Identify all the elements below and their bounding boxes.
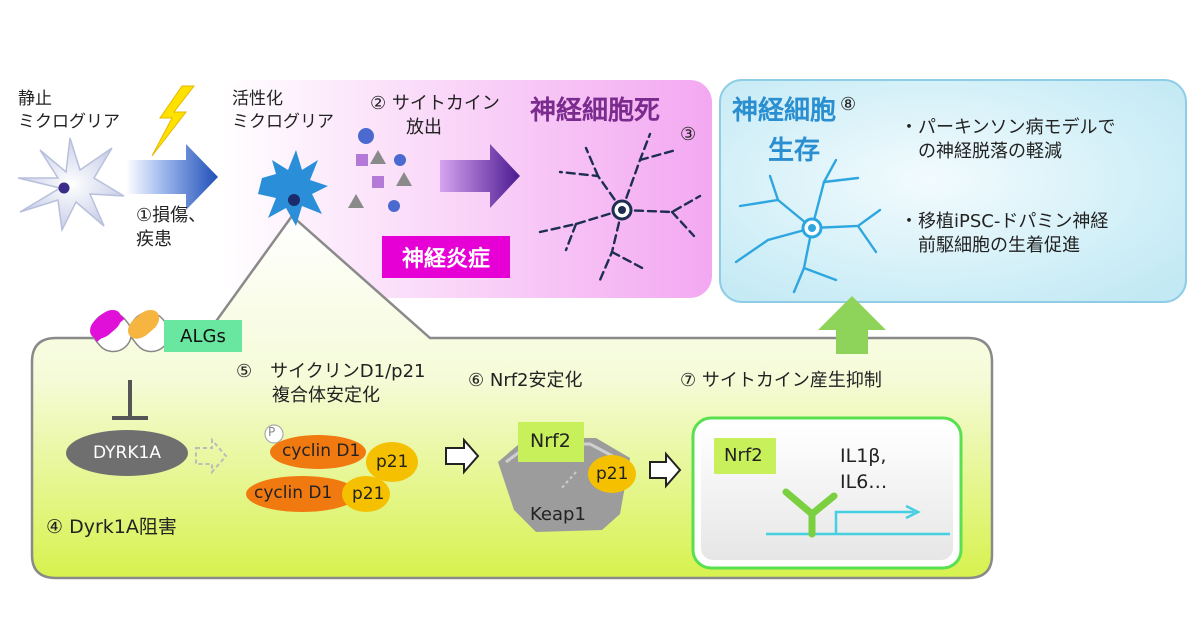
resting-microglia-label: 静止 ミクログリア <box>18 89 120 132</box>
cytokine-particles <box>348 128 412 212</box>
survival-title-2: 生存 <box>768 136 821 166</box>
p21-shape-3 <box>588 455 636 493</box>
survival-up-arrow <box>818 296 886 354</box>
survival-title: 神経細胞 <box>732 96 837 126</box>
survival-panel <box>719 79 1187 303</box>
inhibition-bar <box>112 380 148 420</box>
activation-arrow <box>126 144 218 210</box>
cyclin-d1-label-2: cyclin D1 <box>254 483 333 503</box>
neuron-death-title: 神経細胞死 <box>530 96 661 126</box>
cyclin-d1-shape-1 <box>270 435 366 469</box>
nrf2-label-2: Nrf2 <box>724 445 763 466</box>
p21-label-3: p21 <box>596 464 629 484</box>
benefit-ipsc: ・移植iPSC-ドパミン神経 前駆細胞の生着促進 <box>900 211 1109 257</box>
active-microglia-label: 活性化 ミクログリア <box>232 89 334 132</box>
transcription-arrow <box>834 510 914 534</box>
capsule-icon <box>90 309 171 353</box>
p21-shape-2 <box>342 476 390 512</box>
dyrk1a-ellipse: DYRK1A <box>66 430 188 476</box>
phospho-marker-label: P <box>268 425 276 439</box>
benefit-parkinson: ・パーキンソン病モデルで の神経脱落の軽減 <box>900 117 1116 163</box>
cytokine-release-arrow <box>440 144 520 208</box>
injury-label: ①損傷、 疾患 <box>136 205 207 251</box>
nrf2-box-2 <box>714 438 776 474</box>
repression-mark <box>782 488 838 538</box>
lightning-bolt-icon <box>151 85 196 157</box>
phospho-marker <box>264 424 284 444</box>
cyclin-d1-shape-2 <box>246 476 358 512</box>
resting-microglia-icon <box>17 137 125 233</box>
keap1-label: Keap1 <box>530 504 586 525</box>
step5-label: ⑤ サイクリンD1/p21 複合体安定化 <box>236 361 426 407</box>
cyclin-d1-label-1: cyclin D1 <box>282 441 361 461</box>
step6-label: ⑥ Nrf2安定化 <box>468 370 583 391</box>
step-arrow-3 <box>649 451 682 489</box>
inflammation-tag: 神経炎症 <box>382 236 510 278</box>
dying-neuron-icon <box>538 132 702 282</box>
nrf2-box-1 <box>518 422 584 462</box>
active-microglia-icon <box>258 150 328 226</box>
interleukin-label: IL1β, IL6… <box>840 445 888 493</box>
neuron-death-num: ③ <box>680 124 697 145</box>
p21-label-1: p21 <box>376 452 409 472</box>
nrf2-label-1: Nrf2 <box>530 430 571 452</box>
p21-shape-1 <box>366 442 418 482</box>
dyrk1a-inhibition-label: ④ Dyrk1A阻害 <box>46 516 177 538</box>
step-arrow-1 <box>195 437 228 475</box>
step7-label: ⑦ サイトカイン産生抑制 <box>680 370 882 391</box>
cytokine-release-label: ② サイトカイン 放出 <box>370 93 500 139</box>
living-neuron-icon <box>734 158 882 294</box>
step-arrow-2 <box>445 437 480 475</box>
p21-label-2: p21 <box>352 484 385 504</box>
survival-num: ⑧ <box>840 94 857 115</box>
algs-tag: ALGs <box>164 320 242 352</box>
